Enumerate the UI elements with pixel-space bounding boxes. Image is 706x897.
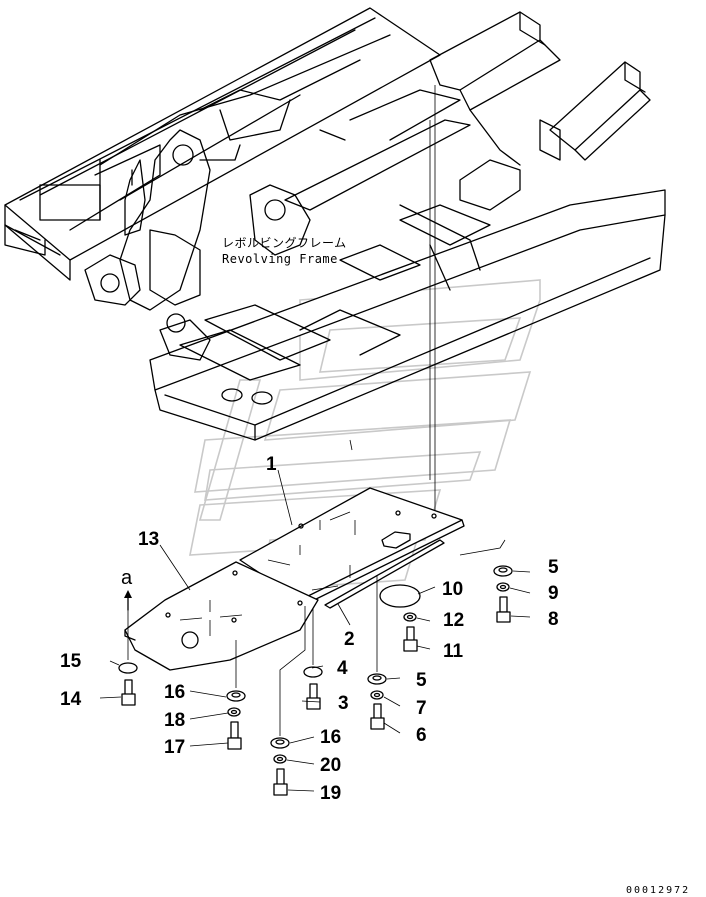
- callout-5-lower: 5: [416, 670, 427, 691]
- callout-9: 9: [548, 583, 559, 604]
- frame-label-en: Revolving Frame: [222, 252, 338, 266]
- callout-1: 1: [266, 454, 277, 475]
- callout-20: 20: [320, 755, 341, 776]
- callout-7: 7: [416, 698, 427, 719]
- cover-10: [379, 584, 421, 608]
- callout-leaders: [99, 469, 531, 792]
- callout-8: 8: [548, 609, 559, 630]
- callout-15: 15: [60, 651, 82, 672]
- callout-13: 13: [138, 529, 159, 550]
- callout-11: 11: [443, 641, 464, 662]
- callout-14: 14: [60, 689, 82, 710]
- callout-6: 6: [416, 725, 427, 746]
- callout-2: 2: [344, 629, 355, 650]
- callout-4: 4: [337, 658, 348, 679]
- callout-17: 17: [164, 737, 185, 758]
- callout-3: 3: [338, 693, 349, 714]
- install-lines: [127, 575, 378, 736]
- alignment-lines: [349, 85, 506, 556]
- strip-2: [324, 539, 445, 609]
- callout-16-right: 16: [320, 727, 341, 748]
- fasteners: [118, 565, 513, 796]
- callout-12: 12: [443, 610, 464, 631]
- revolving-frame: [4, 7, 666, 441]
- callout-18: 18: [164, 710, 185, 731]
- callout-10: 10: [442, 579, 463, 600]
- ref-arrowhead-icon: [124, 590, 132, 598]
- callout-19: 19: [320, 783, 341, 804]
- callout-5-upper: 5: [548, 557, 559, 578]
- drawing-number: 00012972: [626, 885, 690, 896]
- callout-16-left: 16: [164, 682, 185, 703]
- frame-label-jp: レボルビングフレーム: [222, 236, 347, 250]
- ref-letter-a: a: [121, 567, 133, 589]
